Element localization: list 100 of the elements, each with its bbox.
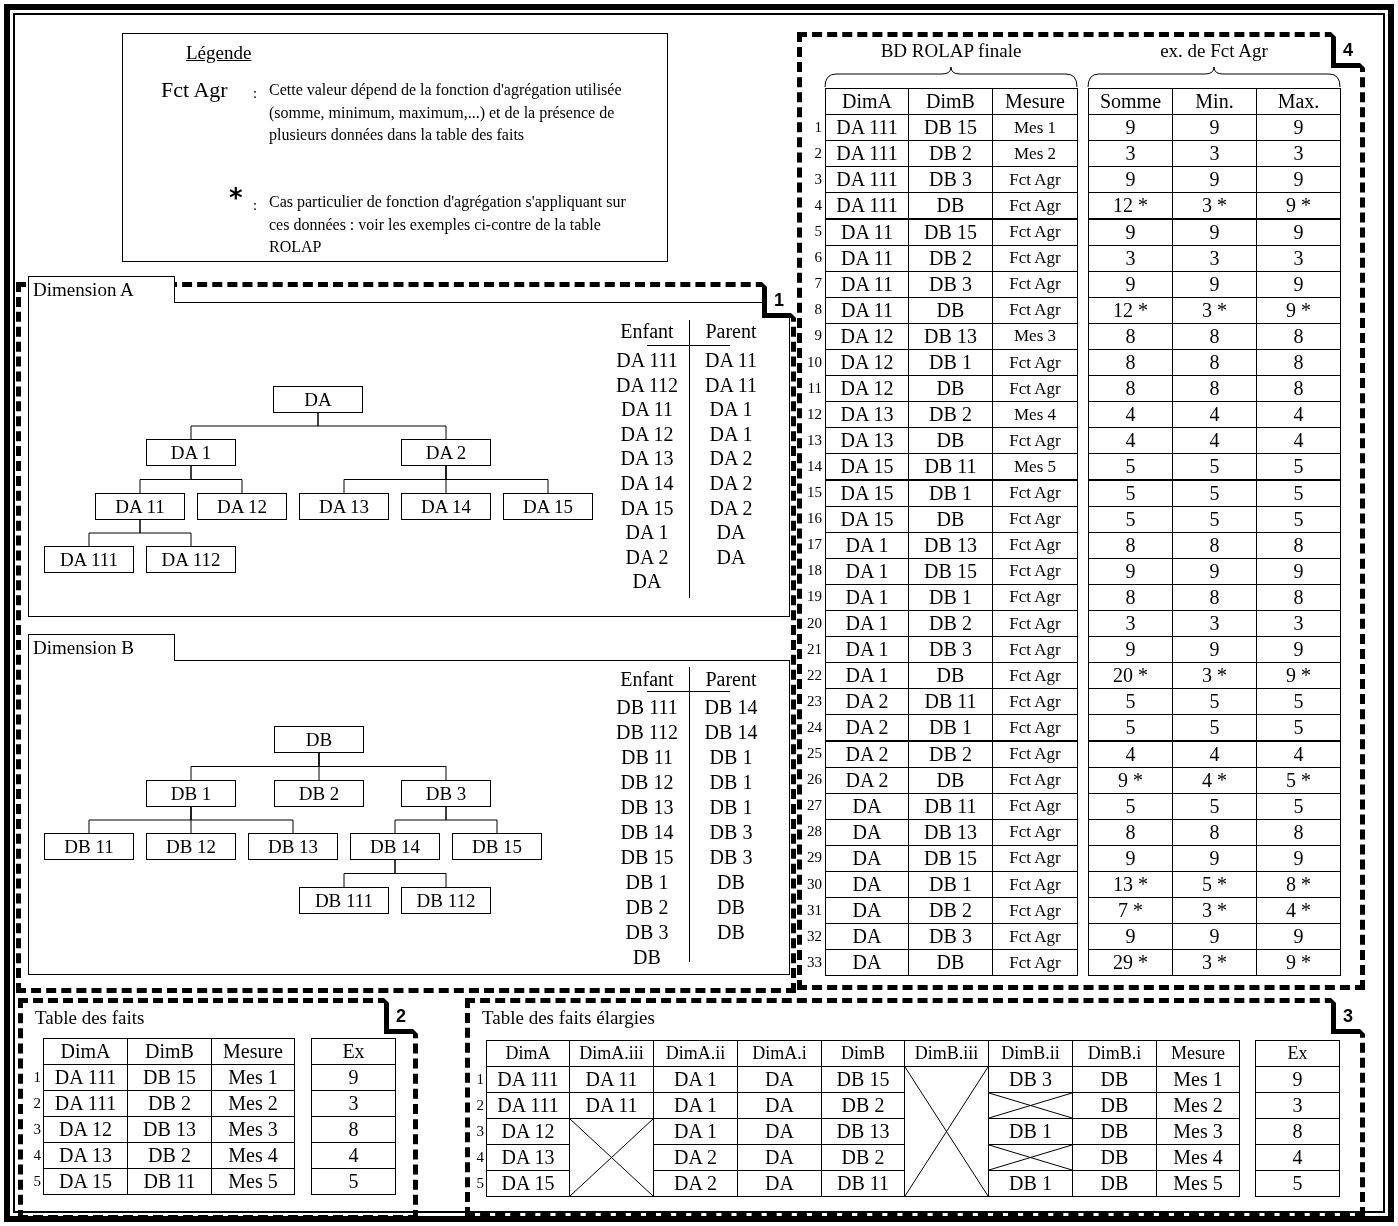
hierarchy-entry: DB 14	[703, 720, 759, 744]
hierarchy-entry: DA	[715, 520, 747, 545]
hierarchy-entry: DA 11	[703, 348, 758, 372]
separator-colon: :	[253, 196, 258, 215]
hierarchy-entry: DB 1	[708, 770, 754, 794]
hierarchy-entry: DB	[716, 920, 746, 944]
row-number: 9	[813, 326, 823, 346]
hierarchy-entry: DA 11	[703, 372, 758, 397]
row-number: 27	[806, 796, 823, 816]
table-cell: Mes 5	[211, 1168, 295, 1195]
legend-title: Légende	[186, 41, 252, 65]
row-number: 7	[813, 274, 823, 294]
table-cell: 4	[311, 1142, 396, 1169]
hierarchy-entry: DB 12	[619, 770, 675, 794]
table-cell: Fct Agr	[992, 740, 1078, 768]
hierarchy-connector	[318, 752, 447, 781]
hierarchy-node-box: DB 14	[350, 833, 440, 860]
hierarchy-connector	[445, 806, 498, 834]
region-number: 4	[1331, 32, 1365, 68]
row-number: 32	[806, 926, 823, 946]
row-number: 4	[813, 195, 823, 215]
panel-tab: Dimension A	[28, 276, 175, 303]
table-cell: 5	[1256, 714, 1341, 742]
column-header: Somme	[1088, 88, 1173, 116]
hierarchy-entry: DB 14	[619, 820, 675, 844]
row-number: 6	[813, 248, 823, 268]
hierarchy-entry: DB 111	[615, 695, 679, 719]
table-cell: 4	[1088, 740, 1173, 768]
hierarchy-entry: DB 1	[624, 870, 670, 894]
column-header: Enfant	[619, 319, 675, 343]
table-cell: 9	[1255, 1066, 1340, 1093]
hierarchy-entry: DA 11	[619, 397, 674, 422]
row-number: 2	[813, 143, 823, 163]
column-header: Parent	[704, 667, 758, 691]
row-number: 3	[475, 1121, 485, 1141]
legend-box	[122, 33, 668, 262]
table-cell: 5	[1088, 479, 1173, 507]
column-header: DimA	[43, 1038, 128, 1065]
column-header: Parent	[704, 319, 758, 343]
hierarchy-entry: DB 2	[624, 895, 670, 919]
row-number: 12	[806, 404, 823, 424]
table-cell: 4	[1256, 740, 1341, 768]
row-number: 24	[806, 717, 823, 737]
row-number: 23	[806, 691, 823, 711]
hierarchy-node-box: DB 111	[299, 887, 389, 914]
table-cell: 3	[311, 1090, 396, 1117]
hierarchy-node-box: DB 12	[146, 833, 236, 860]
table-cell: DA 15	[43, 1168, 128, 1195]
hierarchy-entry: DB 3	[708, 820, 754, 844]
hierarchy-entry: DB 11	[619, 745, 674, 769]
hierarchy-connector	[394, 859, 447, 888]
hierarchy-connector	[190, 806, 294, 834]
table-cell: Fct Agr	[992, 949, 1078, 977]
table-cell: DA 15	[825, 479, 909, 507]
table-cell: 3	[1255, 1092, 1340, 1119]
hierarchy-entry: DA	[631, 569, 663, 594]
row-number: 26	[806, 770, 823, 790]
row-number: 3	[32, 1119, 42, 1139]
row-number: 14	[806, 456, 823, 476]
hierarchy-entry: DB	[632, 945, 662, 969]
hierarchy-entry: DB 13	[619, 795, 675, 819]
hierarchy-entry: DB 3	[708, 845, 754, 869]
table-cell: 5	[1256, 453, 1341, 481]
hierarchy-node-box: DB	[274, 726, 364, 753]
hierarchy-node-box: DB 1	[146, 780, 236, 807]
row-number: 31	[806, 900, 823, 920]
table-cell: Fct Agr	[992, 192, 1078, 220]
row-number: 5	[32, 1171, 42, 1191]
table-cell: 8	[1255, 1118, 1340, 1145]
hierarchy-entry: DA 2	[708, 495, 754, 520]
row-number: 29	[806, 848, 823, 868]
table-cell: 4	[1255, 1144, 1340, 1171]
hierarchy-entry: DA 112	[614, 372, 679, 397]
hierarchy-node-box: DA 14	[401, 493, 491, 520]
table-cell: 12 *	[1088, 192, 1173, 220]
region-heading: Table des faits élargies	[482, 1007, 655, 1029]
table-cell: 29 *	[1088, 949, 1173, 977]
table-cell: 5	[1255, 1170, 1340, 1197]
table-cell: 5	[311, 1168, 396, 1195]
hierarchy-entry: DA 1	[624, 520, 670, 545]
row-number: 2	[32, 1093, 42, 1113]
hierarchy-entry: DB 112	[614, 720, 679, 744]
asterisk-symbol: *	[229, 184, 243, 212]
hierarchy-entry: DB 1	[708, 795, 754, 819]
hierarchy-connector	[139, 519, 192, 547]
table-cell: DA 15	[825, 453, 909, 481]
hierarchy-entry: DB 14	[703, 695, 759, 719]
table-cell: 9	[311, 1064, 396, 1091]
column-header: DimA	[486, 1040, 570, 1067]
hierarchy-node-box: DB 112	[401, 887, 491, 914]
hierarchy-entry: DB 15	[619, 845, 675, 869]
hierarchy-node-box: DA 12	[197, 493, 287, 520]
table-cell: DA 2	[825, 740, 909, 768]
hierarchy-entry: DB 1	[708, 745, 754, 769]
row-number: 5	[475, 1173, 485, 1193]
hierarchy-entry: DA 13	[619, 446, 675, 471]
separator-colon: :	[253, 84, 258, 103]
hierarchy-entry: DB	[716, 870, 746, 894]
row-number: 4	[32, 1145, 42, 1165]
hierarchy-node-box: DB 13	[248, 833, 338, 860]
